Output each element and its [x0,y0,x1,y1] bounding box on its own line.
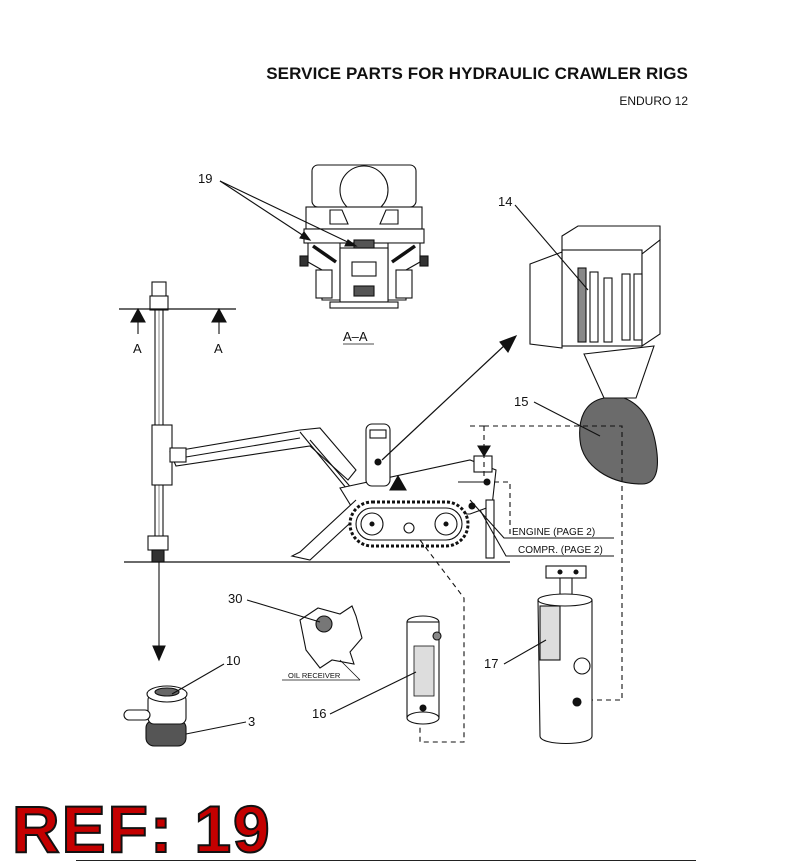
page-title: SERVICE PARTS FOR HYDRAULIC CRAWLER RIGS [266,64,688,83]
filter-bag-15 [579,397,659,485]
boom-arm [169,427,361,501]
callout-15: 15 [514,394,528,409]
compressor-note: COMPR. (PAGE 2) [518,545,603,556]
separator-tank-17 [537,565,593,744]
drill-mast [147,281,173,563]
callout-19: 19 [198,171,212,186]
oil-receiver-detail [299,605,363,669]
footer-rule [76,860,696,861]
section-view-label: A–A [343,329,368,344]
crawler-track [348,500,470,548]
reference-label: REF: 19 [11,792,272,866]
line-filter-assembly [123,685,188,747]
callout-30: 30 [228,591,242,606]
callout-16: 16 [312,706,326,721]
section-a-a-view [299,164,429,309]
oil-receiver-note: OIL RECEIVER [288,671,341,680]
section-marker-left: A [133,341,142,356]
callout-3: 3 [248,714,255,729]
callout-17: 17 [484,656,498,671]
cartridge-filter-16 [406,615,442,725]
dust-collector [529,225,661,399]
callout-14: 14 [498,194,512,209]
section-marker-right: A [214,341,223,356]
model-name: ENDURO 12 [619,94,688,108]
engine-note: ENGINE (PAGE 2) [512,527,595,538]
callout-10: 10 [226,653,240,668]
